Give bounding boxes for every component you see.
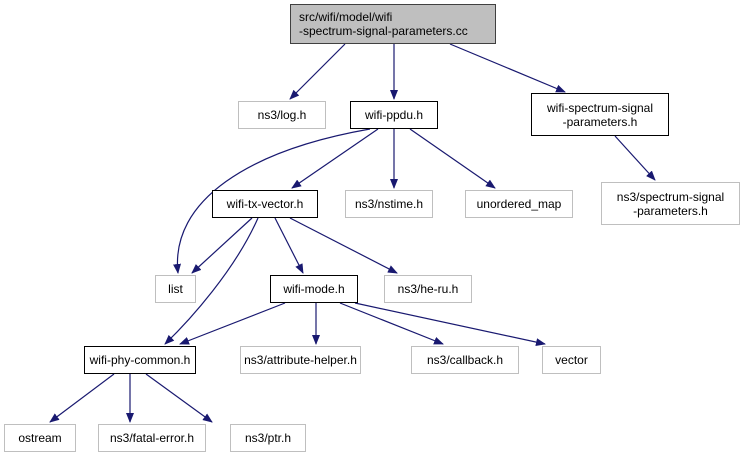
edge-ppdu-list [173,128,371,274]
node-ptr: ns3/ptr.h [230,424,306,452]
node-label: ns3/callback.h [426,353,504,367]
edge-wssp-nsspec [614,135,656,181]
node-wssp[interactable]: wifi-spectrum-signal -parameters.h [531,93,669,136]
node-log: ns3/log.h [238,101,326,129]
edge-root-log [289,43,346,100]
node-nstime: ns3/nstime.h [345,190,433,218]
edge-root-wssp [449,43,566,93]
node-label: ostream [18,431,62,445]
node-callback: ns3/callback.h [411,346,519,374]
edge-phycommon-ostream [49,373,115,423]
node-label: vector [555,353,588,367]
edge-ppdu-umap [409,128,496,189]
node-ppdu[interactable]: wifi-ppdu.h [350,101,438,129]
node-label: ns3/fatal-error.h [109,431,195,445]
node-fatal: ns3/fatal-error.h [98,424,206,452]
node-umap: unordered_map [465,190,573,218]
edge-phycommon-ptr [145,373,213,423]
edge-mode-vector [354,302,546,347]
edge-txvec-list [191,217,253,274]
node-vector: vector [542,346,601,374]
node-label: wifi-ppdu.h [364,108,424,122]
node-label: wifi-phy-common.h [89,353,191,367]
node-attr: ns3/attribute-helper.h [240,346,361,374]
node-mode[interactable]: wifi-mode.h [270,275,358,303]
node-label: ns3/spectrum-signal -parameters.h [616,189,725,218]
edge-txvec-phycommon [164,217,259,345]
node-label: ns3/he-ru.h [397,282,459,296]
node-phycommon[interactable]: wifi-phy-common.h [84,346,196,374]
node-label: ns3/attribute-helper.h [244,353,357,367]
node-txvec[interactable]: wifi-tx-vector.h [212,190,318,218]
edge-txvec-mode [274,217,304,274]
node-root: src/wifi/model/wifi -spectrum-signal-par… [290,4,496,44]
node-label: src/wifi/model/wifi -spectrum-signal-par… [299,10,468,38]
node-label: unordered_map [476,197,562,211]
edge-mode-callback [339,302,444,345]
node-label: ns3/log.h [257,108,307,122]
node-label: wifi-tx-vector.h [226,197,304,211]
edge-txvec-heru [289,217,398,274]
node-nsspec: ns3/spectrum-signal -parameters.h [601,182,740,225]
node-ostream: ostream [4,424,76,452]
edge-mode-phycommon [179,302,286,345]
node-label: wifi-spectrum-signal -parameters.h [546,100,654,129]
node-label: ns3/nstime.h [354,197,424,211]
node-list: list [155,275,196,303]
node-label: ns3/ptr.h [244,431,292,445]
node-label: list [168,282,183,296]
node-label: wifi-mode.h [283,282,345,296]
node-heru: ns3/he-ru.h [384,275,472,303]
edge-ppdu-txvec [291,128,379,189]
